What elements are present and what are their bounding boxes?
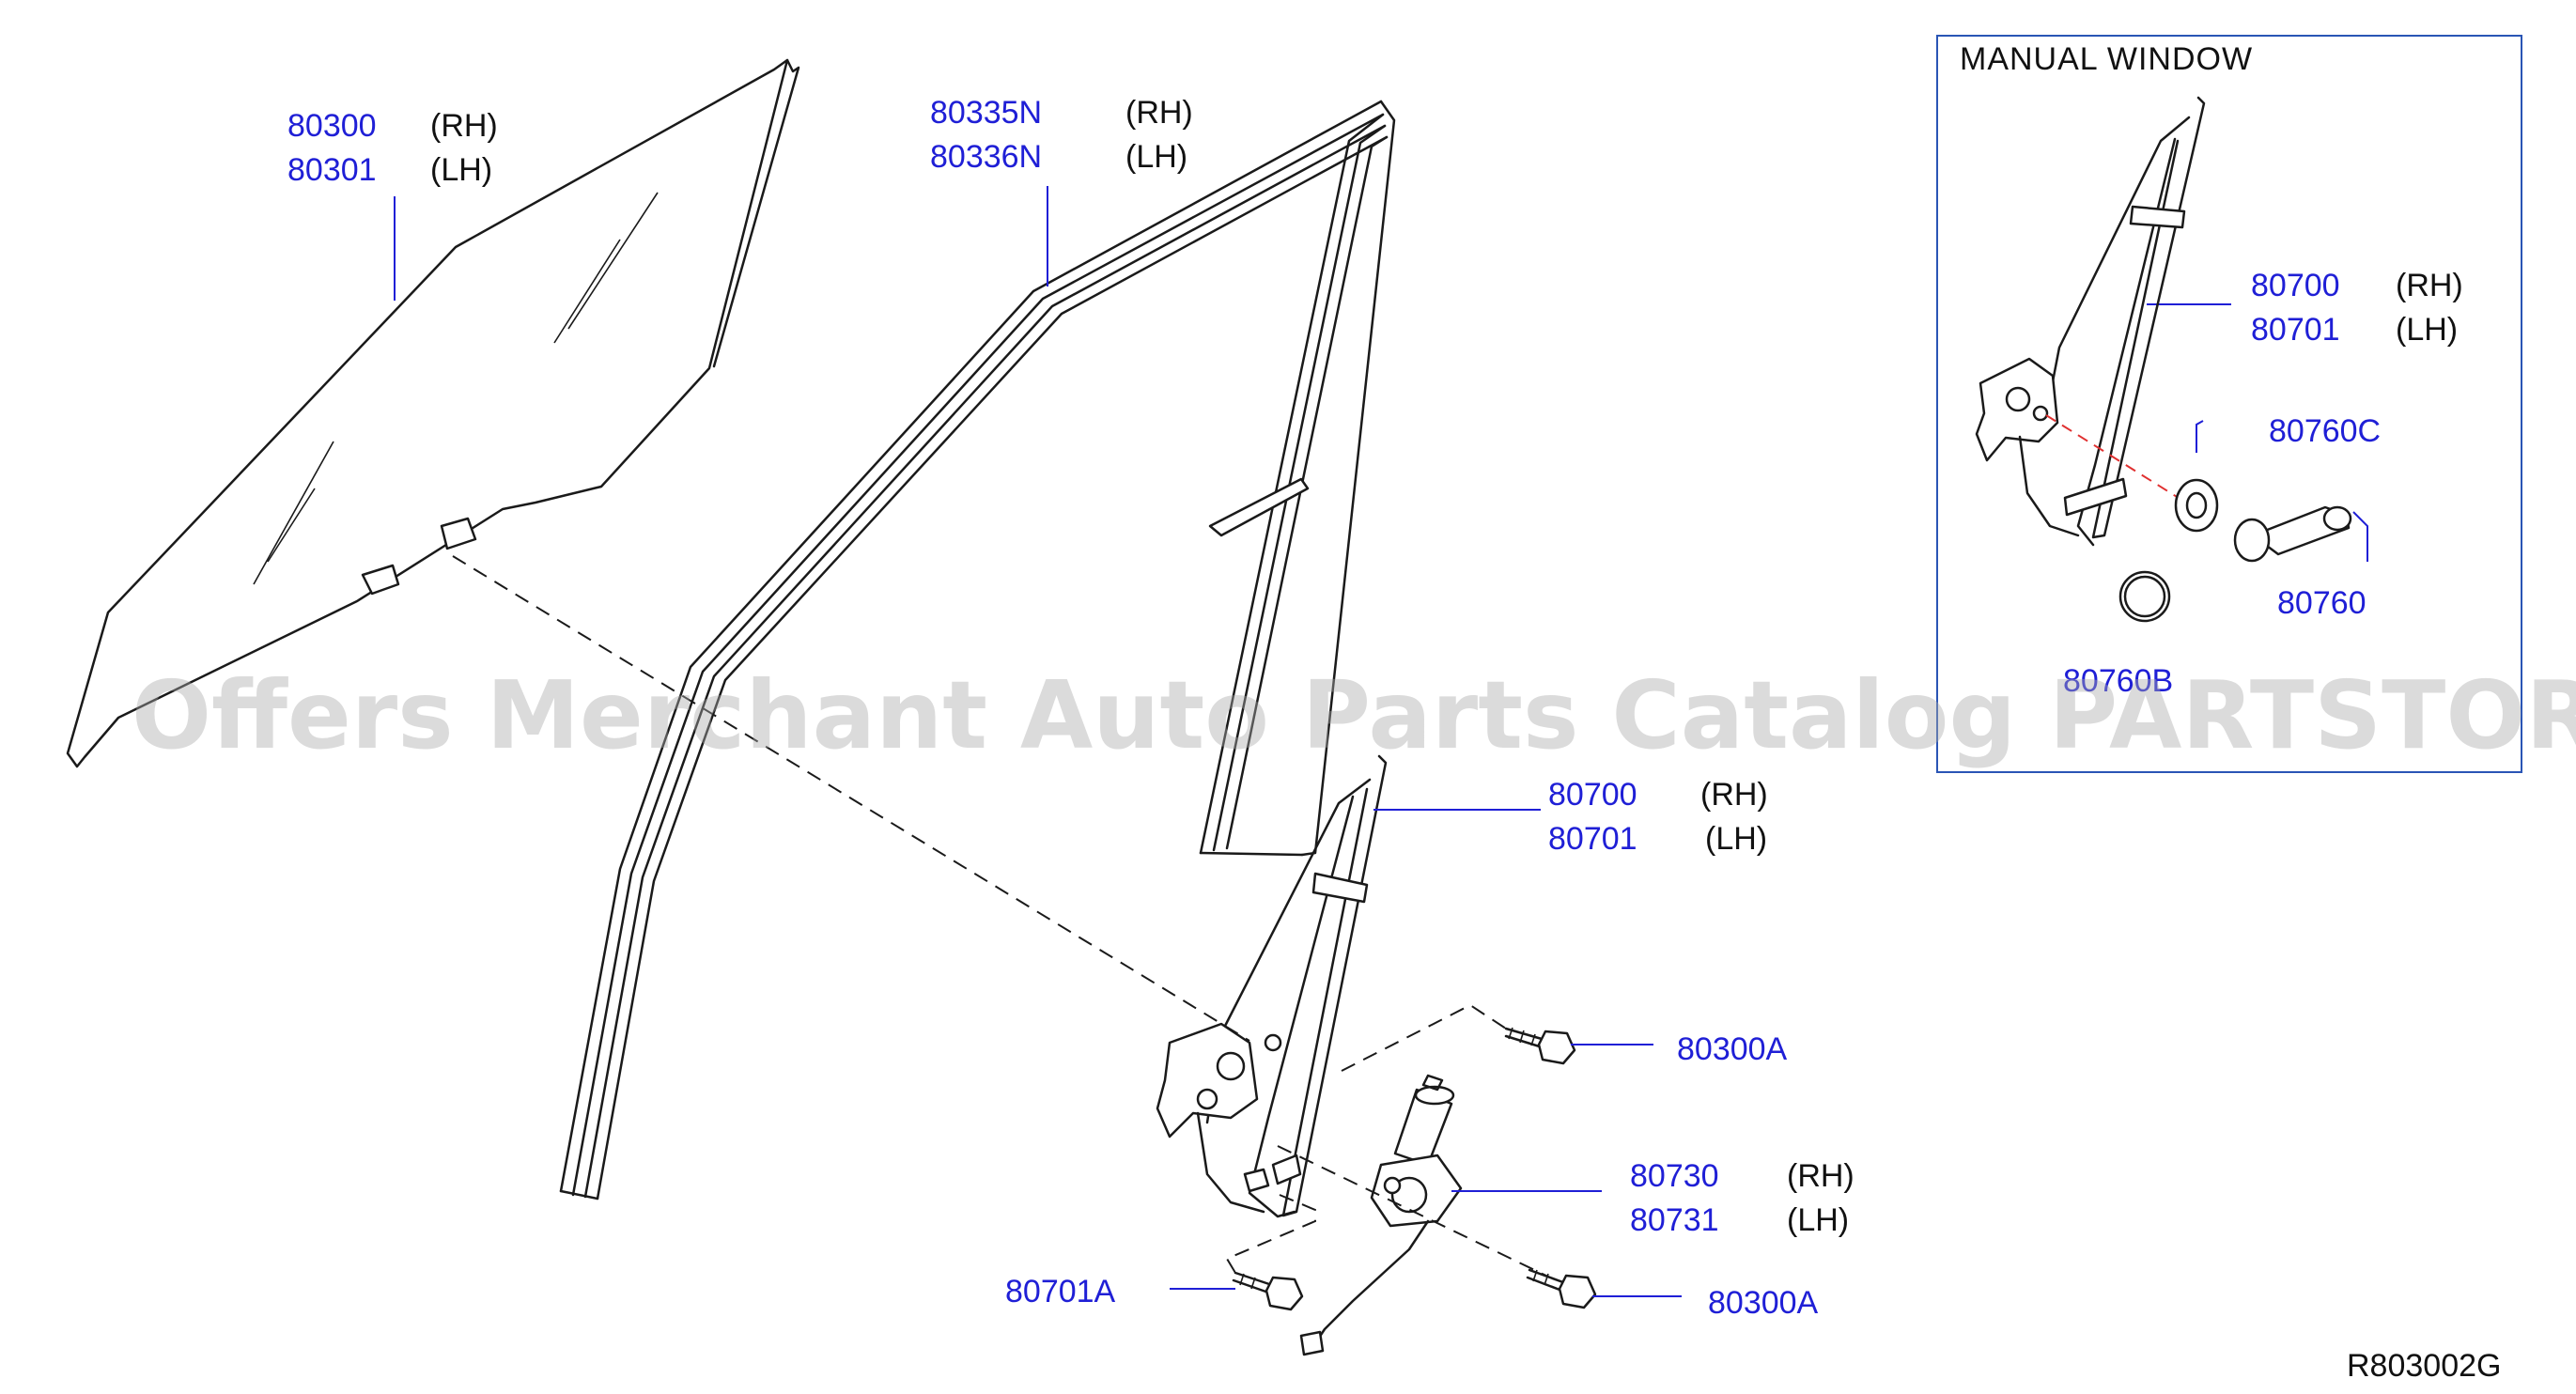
bolt-upper — [1504, 1027, 1576, 1065]
side-label: (LH) — [1125, 139, 1188, 175]
diagram-reference: R803002G — [2347, 1348, 2502, 1384]
door-glass — [66, 58, 800, 768]
inset-part-label-regulator-rh[interactable]: 80700 — [2251, 268, 2340, 303]
part-label-run-rh[interactable]: 80335N — [930, 95, 1043, 131]
inset-seat — [2174, 478, 2219, 533]
side-label: (RH) — [1787, 1158, 1854, 1194]
side-label: (RH) — [430, 108, 498, 144]
part-label-bolt-lower[interactable]: 80300A — [1708, 1285, 1819, 1321]
part-label-motor-rh[interactable]: 80730 — [1630, 1158, 1719, 1194]
inset-part-label-seat[interactable]: 80760C — [2269, 413, 2382, 449]
part-label-bolt-regulator[interactable]: 80701A — [1005, 1274, 1116, 1309]
part-label-motor-lh[interactable]: 80731 — [1630, 1202, 1719, 1238]
part-label-glass-rh[interactable]: 80300 — [287, 108, 377, 144]
glass-run-channel — [559, 100, 1396, 1200]
inset-title: MANUAL WINDOW — [1960, 41, 2254, 77]
inset-regulator — [1975, 96, 2206, 547]
bolt-lower — [1526, 1268, 1597, 1309]
inset-handle — [2233, 505, 2352, 563]
side-label: (LH) — [1787, 1202, 1850, 1238]
side-label: (RH) — [1700, 777, 1768, 813]
side-label: (LH) — [430, 152, 493, 188]
part-label-glass-lh[interactable]: 80301 — [287, 152, 377, 188]
part-label-run-lh[interactable]: 80336N — [930, 139, 1043, 175]
side-label: (LH) — [1705, 821, 1768, 857]
alignment-lines — [452, 555, 1551, 1278]
leader-lines — [394, 186, 2368, 1297]
inset-part-label-regulator-lh[interactable]: 80701 — [2251, 312, 2340, 348]
side-label: (LH) — [2396, 312, 2459, 348]
window-regulator — [1156, 754, 1388, 1218]
part-label-regulator-lh[interactable]: 80701 — [1548, 821, 1637, 857]
side-label: (RH) — [2396, 268, 2463, 303]
part-label-regulator-rh[interactable]: 80700 — [1548, 777, 1637, 813]
inset-clip — [2118, 570, 2171, 623]
inset-part-label-handle[interactable]: 80760 — [2277, 585, 2367, 621]
window-motor — [1299, 1074, 1463, 1356]
inset-part-label-clip[interactable]: 80760B — [2063, 663, 2174, 699]
part-label-bolt-upper[interactable]: 80300A — [1677, 1031, 1788, 1067]
inset-box — [1936, 35, 2522, 773]
bolt-regulator — [1232, 1271, 1304, 1311]
side-label: (RH) — [1125, 95, 1193, 131]
